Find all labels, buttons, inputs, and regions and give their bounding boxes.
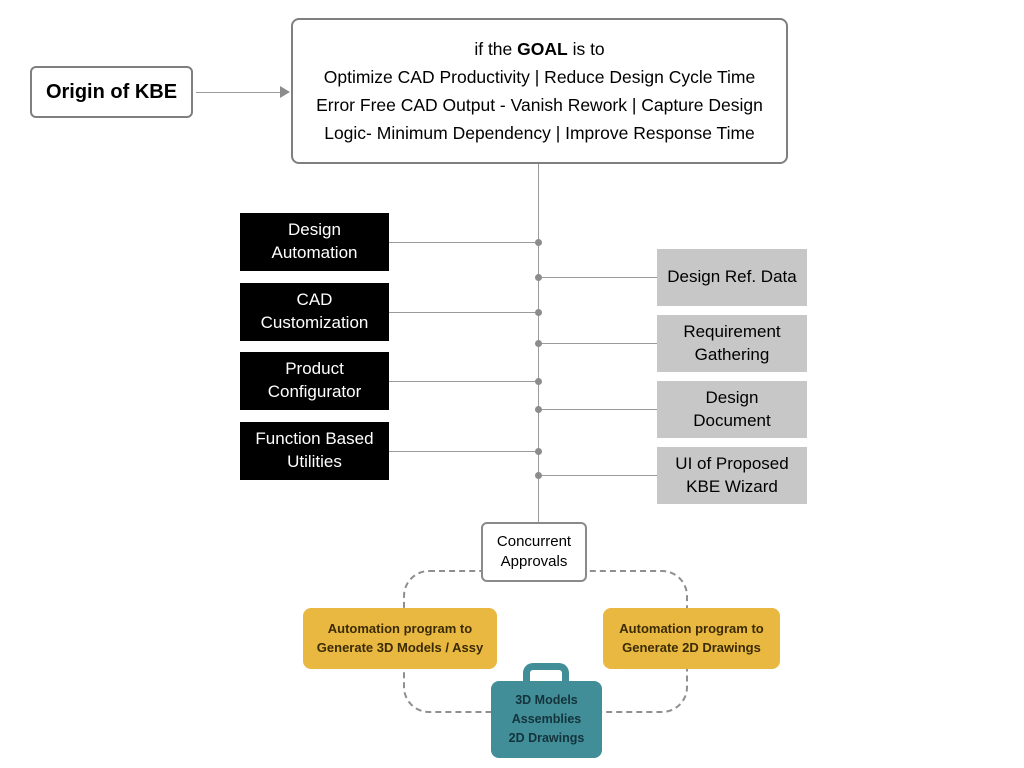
node-label: UI of Proposed KBE Wizard [675,453,789,496]
node-product-configurator: Product Configurator [240,352,389,410]
junction-dot [535,309,542,316]
origin-to-goal-arrowhead-icon [280,86,290,98]
connector-line [389,312,538,313]
connector-line [538,343,657,344]
node-label: Concurrent Approvals [496,532,572,570]
node-label: Design Document [693,387,771,430]
node-label: Requirement Gathering [683,321,781,364]
node-label: Automation program to Generate 2D Drawin… [619,621,764,655]
briefcase-handle-icon [523,663,569,691]
node-function-based-utilities: Function Based Utilities [240,422,389,480]
junction-dot [535,472,542,479]
connector-line [538,277,657,278]
origin-kbe-label: Origin of KBE [45,80,178,103]
node-label: Design Automation [271,220,358,262]
node-concurrent-approvals: Concurrent Approvals [481,522,587,582]
node-label: Design Ref. Data [667,267,797,287]
origin-kbe-node: Origin of KBE [30,66,193,118]
goal-node: if the GOAL is to Optimize CAD Productiv… [291,18,788,164]
goal-heading-suffix: is to [567,39,605,59]
connector-line [538,475,657,476]
node-label: Automation program to Generate 3D Models… [316,621,484,655]
connector-line [538,409,657,410]
junction-dot [535,239,542,246]
junction-dot [535,448,542,455]
node-cad-customization: CAD Customization [240,283,389,341]
junction-dot [535,340,542,347]
node-automation-2d-drawings: Automation program to Generate 2D Drawin… [603,608,780,669]
node-label: Product Configurator [267,359,362,401]
junction-dot [535,378,542,385]
connector-line [389,381,538,382]
origin-to-goal-connector [196,92,281,93]
connector-line [389,242,538,243]
node-design-ref-data: Design Ref. Data [657,249,807,306]
goal-heading-bold: GOAL [517,39,568,59]
node-label: 3D Models Assemblies 2D Drawings [508,693,585,745]
node-requirement-gathering: Requirement Gathering [657,315,807,372]
goal-text-line-3: Logic- Minimum Dependency | Improve Resp… [324,123,755,143]
node-ui-proposed-kbe-wizard: UI of Proposed KBE Wizard [657,447,807,504]
goal-text-line-1: Optimize CAD Productivity | Reduce Desig… [323,67,756,87]
goal-heading-prefix: if the [474,39,518,59]
node-automation-3d-models: Automation program to Generate 3D Models… [303,608,497,669]
node-design-automation: Design Automation [240,213,389,271]
node-label: Function Based Utilities [255,429,374,471]
connector-line [389,451,538,452]
node-label: CAD Customization [260,290,369,332]
goal-text-line-2: Error Free CAD Output - Vanish Rework | … [316,95,763,115]
goal-heading: if the GOAL is to [474,35,604,63]
node-design-document: Design Document [657,381,807,438]
junction-dot [535,406,542,413]
junction-dot [535,274,542,281]
node-output-briefcase: 3D Models Assemblies 2D Drawings [491,681,602,758]
